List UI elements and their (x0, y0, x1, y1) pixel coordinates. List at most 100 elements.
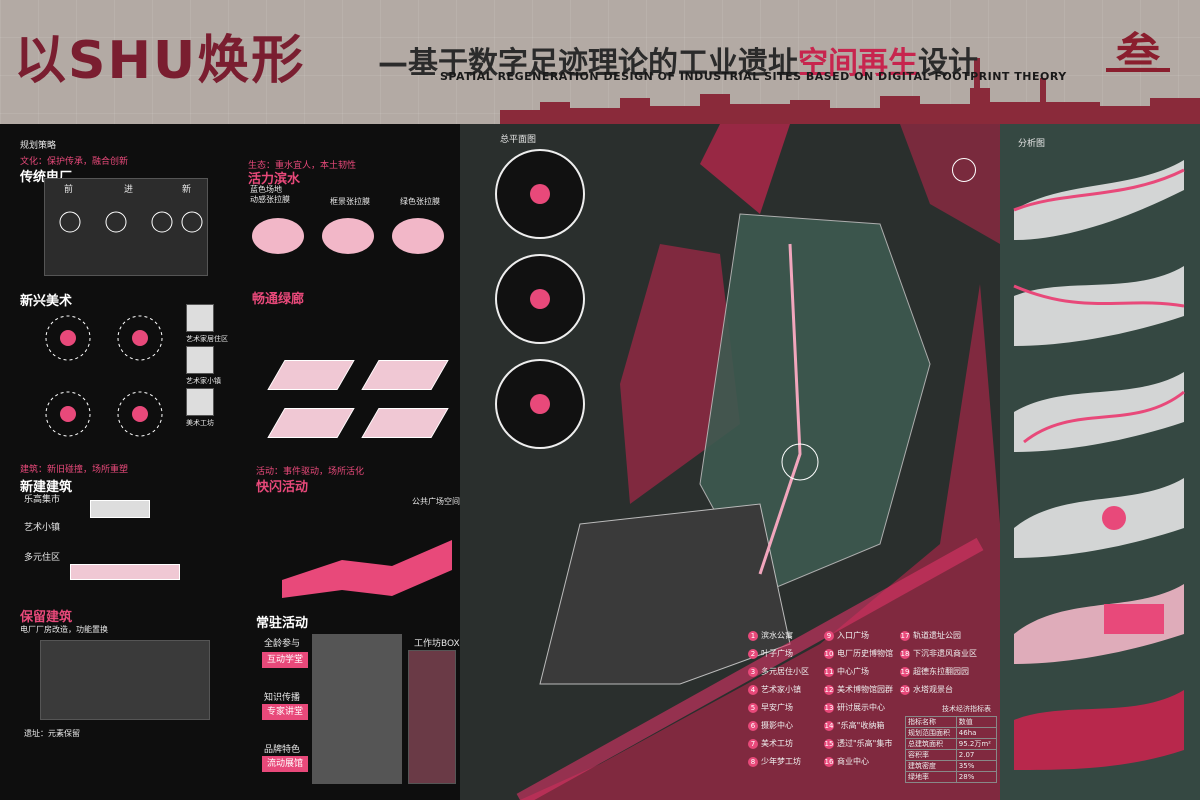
legend-text: 透过"乐高"集市 (837, 739, 893, 748)
legend-number: 20 (900, 685, 910, 695)
stats-cell: 35% (955, 760, 998, 772)
flash-activity-heading: 快闪活动 (256, 480, 309, 495)
preserve-heading: 保留建筑 (20, 610, 73, 625)
side-thumb (186, 388, 214, 416)
resident-tag: 互动学堂 (262, 652, 308, 668)
legend-number: 2 (748, 649, 758, 659)
analysis-diagram (1014, 584, 1184, 664)
art-cycle-diagram (45, 315, 163, 437)
legend-text: 少年梦工坊 (761, 757, 801, 766)
green-corridor-heading: 畅通绿廊 (252, 292, 305, 307)
step-label: 前 (64, 185, 74, 195)
preserve-sub: 电厂厂房改造，功能置换 (20, 625, 108, 634)
stats-cell: 数值 (955, 716, 998, 728)
new-item: 艺术小镇 (24, 523, 61, 533)
stats-cell: 46ha (955, 727, 998, 739)
side-item: 艺术家小镇 (186, 377, 221, 385)
side-thumb (186, 346, 214, 374)
stats-cell: 容积率 (905, 749, 957, 761)
emerging-art-heading: 新兴美术 (20, 294, 73, 309)
vital-water-heading: 活力滨水 (248, 172, 301, 187)
legend-text: 入口广场 (837, 631, 869, 640)
legend-text: 多元居住小区 (761, 667, 809, 676)
workshop-map (408, 650, 456, 784)
site-plan-label: 总平面图 (500, 135, 537, 145)
header-banner: 以SHU焕形 —基于数字足迹理论的工业遗址空间再生设计 SPATIAL REGE… (0, 0, 1200, 124)
legend-text: 美术博物馆园群 (837, 685, 893, 694)
skyline-graphic (500, 58, 1200, 124)
legend-text: 美术工坊 (761, 739, 793, 748)
analysis-diagram (1014, 690, 1184, 770)
stats-cell: 2.07 (955, 749, 998, 761)
resident-heading: 常驻活动 (256, 616, 309, 631)
legend-text: 水塔观景台 (913, 685, 953, 694)
stats-cell: 95.2万m² (955, 738, 998, 750)
stats-cell: 规划范围面积 (905, 727, 957, 739)
legend-number: 4 (748, 685, 758, 695)
legend-number: 8 (748, 757, 758, 767)
analysis-diagram (1014, 372, 1185, 452)
step-label: 进 (124, 185, 134, 195)
legend-number: 17 (900, 631, 910, 641)
sheet-number: 叁 (1106, 18, 1170, 80)
legend-text: "乐高"收纳箱 (837, 721, 885, 730)
preserve-model (40, 640, 210, 720)
site-plan (460, 124, 1000, 800)
workshop-label: 工作坊BOX (414, 639, 460, 649)
north-arrow-icon (952, 158, 976, 182)
legend-number: 6 (748, 721, 758, 731)
stats-row: 指标名称数值 (905, 716, 998, 728)
legend-text: 艺术家小镇 (761, 685, 801, 694)
legend-number: 5 (748, 703, 758, 713)
new-item: 乐高集市 (24, 495, 61, 505)
legend-text: 滨水公寓 (761, 631, 793, 640)
stats-cell: 建筑密度 (905, 760, 957, 772)
legend-number: 1 (748, 631, 758, 641)
legend-text: 电厂历史博物馆 (837, 649, 893, 658)
new-building-heading: 新建建筑 (20, 480, 73, 495)
plant-process-panel (44, 178, 208, 276)
sub-title: —基于数字足迹理论的工业遗址空间再生设计 (378, 46, 978, 81)
new-item: 多元住区 (24, 553, 61, 563)
legend-number: 19 (900, 667, 910, 677)
analysis-diagram (1013, 266, 1185, 346)
resident-item: 全龄参与 (264, 639, 301, 649)
legend-number: 9 (824, 631, 834, 641)
resident-item: 品牌特色 (264, 745, 301, 755)
legend-item: 14"乐高"收纳箱 (824, 720, 884, 731)
stats-title: 技术经济指标表 (942, 705, 991, 713)
legend-text: 早安广场 (761, 703, 793, 712)
site-label: 遗址：元素保留 (24, 729, 80, 738)
legend-number: 3 (748, 667, 758, 677)
legend-text: 商业中心 (837, 757, 869, 766)
new-build-block (70, 564, 180, 580)
legend-number: 10 (824, 649, 834, 659)
english-title: SPATIAL REGENERATION DESIGN OF INDUSTRIA… (440, 70, 1067, 83)
legend-number: 11 (824, 667, 834, 677)
process-icons (59, 211, 203, 233)
legend-text: 下沉非遗风商业区 (913, 649, 977, 658)
water-caption: 绿色张拉膜 (400, 197, 440, 206)
resident-photos (312, 634, 402, 784)
stats-cell: 绿地率 (905, 771, 957, 783)
water-caption: 框景张拉膜 (330, 197, 370, 206)
stats-cell: 28% (955, 771, 998, 783)
public-plaza-label: 公共广场空间 (412, 497, 460, 506)
